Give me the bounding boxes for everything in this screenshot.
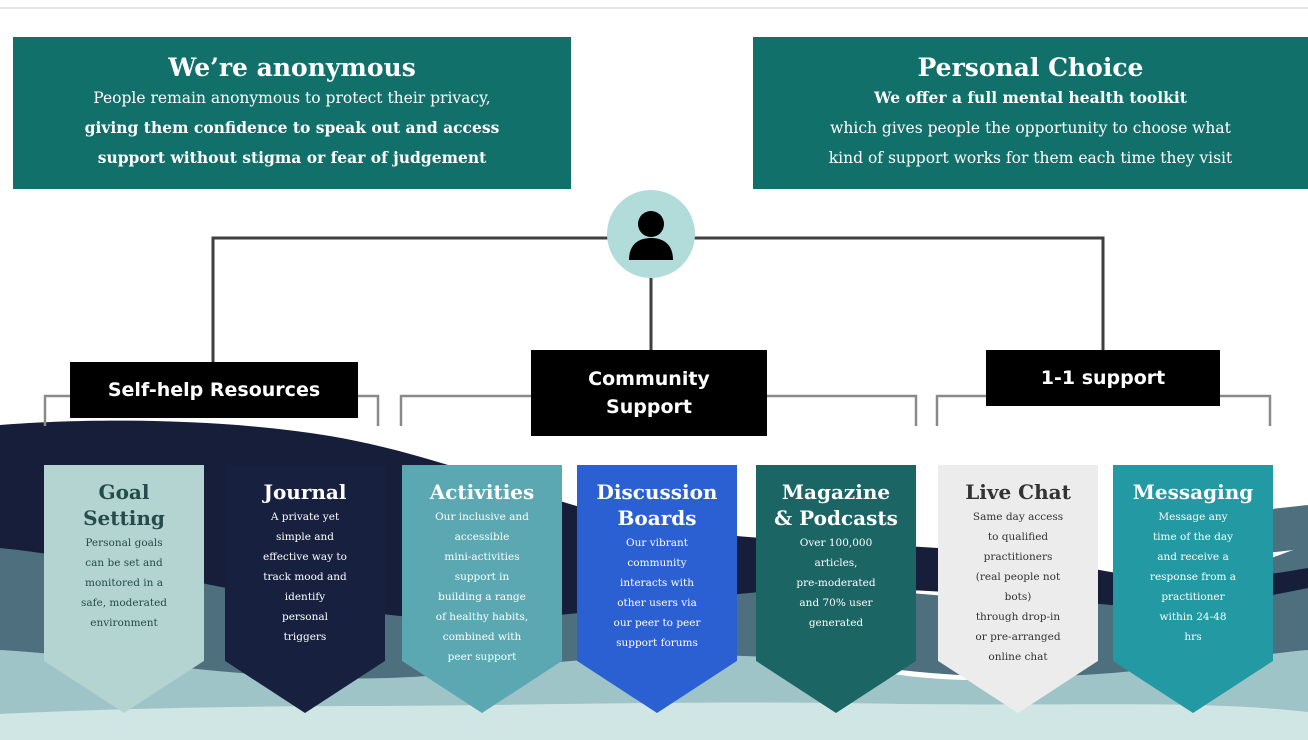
card-description-line: generated <box>808 617 864 629</box>
banner-personal-choice: Personal Choice We offer a full mental h… <box>753 37 1308 189</box>
card-description-line: (real people not <box>975 571 1061 583</box>
card-description-line: response from a <box>1149 571 1237 583</box>
card-description-line: or pre-arranged <box>975 631 1061 643</box>
card-description-line: triggers <box>283 631 327 643</box>
card-description-line: environment <box>90 617 158 629</box>
card-title-line: Discussion <box>596 480 718 504</box>
card-description-line: pre-moderated <box>796 577 876 589</box>
card-description-line: Personal goals <box>85 537 163 549</box>
card-description-line: Message any <box>1158 511 1228 523</box>
banner-line: which gives people the opportunity to ch… <box>830 119 1231 137</box>
card-description-line: Our vibrant <box>625 537 688 549</box>
card-description-line: through drop-in <box>975 611 1061 623</box>
card-title-line: & Podcasts <box>774 506 898 530</box>
banner-title: Personal Choice <box>917 53 1144 82</box>
card-title-line: Magazine <box>781 480 891 504</box>
category-community-support: Community Support <box>531 350 767 436</box>
card-description-line: within 24-48 <box>1159 611 1227 623</box>
card-description-line: A private yet <box>270 511 340 523</box>
card-description-line: articles, <box>814 557 858 569</box>
banner-anonymous: We’re anonymous People remain anonymous … <box>13 37 571 189</box>
category-one-to-one: 1-1 support <box>986 350 1220 406</box>
card-journal: Journal A private yet simple and effective … <box>225 465 385 713</box>
category-self-help: Self-help Resources <box>70 362 358 418</box>
card-description: A private yet simple and effective way to t… <box>231 507 379 647</box>
banner-line: People remain anonymous to protect their… <box>93 89 491 107</box>
banner-line: giving them confidence to speak out and … <box>84 118 500 137</box>
card-description: Message any time of the day and receive a r… <box>1119 507 1267 647</box>
card-title-line: Setting <box>83 506 165 530</box>
category-label-line: Community <box>588 368 710 390</box>
card-description-line: support forums <box>616 637 698 649</box>
card-description-line: interacts with <box>620 577 694 589</box>
card-description-line: hrs <box>1184 631 1202 643</box>
card-description-line: track mood and <box>263 571 347 583</box>
card-title-line: Live Chat <box>965 480 1071 504</box>
banner-line: We offer a full mental health toolkit <box>874 88 1187 107</box>
card-description-line: personal <box>281 611 329 623</box>
top-divider <box>0 7 1308 9</box>
card-description-line: combined with <box>442 631 522 643</box>
category-label: 1-1 support <box>1040 367 1166 389</box>
person-avatar <box>607 190 695 278</box>
card-description-line: can be set and <box>85 557 163 569</box>
card-description: Over 100,000 articles, pre-moderated and 70… <box>762 533 910 633</box>
card-description-line: Over 100,000 <box>799 537 873 549</box>
category-label: Self-help Resources <box>107 379 321 401</box>
card-title-line: Boards <box>617 506 697 530</box>
card-description: Our vibrant community interacts with other … <box>583 533 731 653</box>
card-description-line: time of the day <box>1152 531 1234 543</box>
card-description-line: other users via <box>617 597 697 609</box>
card-description-line: community <box>627 557 687 569</box>
banner-line: kind of support works for them each time… <box>828 149 1233 167</box>
card-description-line: peer support <box>447 651 517 663</box>
card-description-line: and receive a <box>1157 551 1229 563</box>
card-description: Same day access to qualified practitioners… <box>944 507 1092 667</box>
card-description-line: Our inclusive and <box>435 511 529 523</box>
card-description-line: bots) <box>1004 591 1032 603</box>
card-description: Personal goals can be set and monitored in… <box>50 533 198 633</box>
banner-line: support without stigma or fear of judgem… <box>97 148 487 167</box>
card-description-line: to qualified <box>987 531 1049 543</box>
person-icon <box>629 211 673 260</box>
card-description-line: building a range <box>438 591 526 603</box>
card-description-line: mini-activities <box>444 551 520 563</box>
card-description-line: effective way to <box>263 551 347 563</box>
card-description-line: support in <box>454 571 510 583</box>
card-description-line: simple and <box>275 531 335 543</box>
card-title-line: Journal <box>263 480 347 504</box>
card-description-line: Same day access <box>972 511 1064 523</box>
card-description-line: accessible <box>454 531 510 543</box>
category-label-line: Support <box>606 396 692 418</box>
card-description-line: our peer to peer <box>613 617 701 629</box>
card-description-line: safe, moderated <box>80 597 168 609</box>
card-description-line: practitioners <box>983 551 1053 563</box>
card-title-line: Activities <box>429 480 535 504</box>
card-description-line: monitored in a <box>85 577 163 589</box>
card-title-line: Goal <box>98 480 150 504</box>
card-title-line: Messaging <box>1132 480 1254 504</box>
card-description-line: and 70% user <box>799 597 873 609</box>
card-description: Our inclusive and accessible mini-activiti… <box>408 507 556 667</box>
banner-title: We’re anonymous <box>168 53 416 82</box>
card-description-line: practitioner <box>1161 591 1225 603</box>
card-description-line: identify <box>284 591 326 603</box>
card-description-line: of healthy habits, <box>435 611 529 623</box>
card-description-line: online chat <box>988 651 1048 663</box>
